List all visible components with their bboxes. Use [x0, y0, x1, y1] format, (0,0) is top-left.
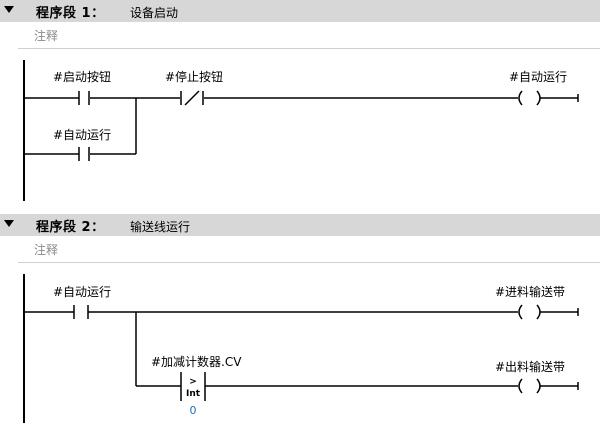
network-2-header[interactable]: 程序段 2： 输送线运行: [0, 214, 600, 236]
contact-auto-run[interactable]: #自动运行: [53, 128, 111, 161]
svg-text:#加减计数器.CV: #加减计数器.CV: [151, 354, 242, 369]
contact-stop-button[interactable]: #停止按钮: [165, 69, 223, 106]
svg-text:#启动按钮: #启动按钮: [53, 69, 111, 84]
coil-infeed-conveyor[interactable]: #进料输送带: [495, 284, 565, 320]
network-2-title[interactable]: 输送线运行: [130, 220, 191, 234]
network-1-label: 程序段 1：: [36, 6, 105, 21]
compare-greater-than[interactable]: #加减计数器.CV > Int 0: [151, 354, 242, 417]
comment-placeholder: 注释: [34, 243, 59, 257]
svg-text:#自动运行: #自动运行: [53, 128, 111, 142]
collapse-arrow-icon[interactable]: [4, 6, 14, 13]
svg-text:#停止按钮: #停止按钮: [165, 69, 223, 84]
network-2-comment[interactable]: 注释: [18, 236, 600, 263]
svg-text:>: >: [189, 377, 197, 387]
network-1-title[interactable]: 设备启动: [130, 6, 179, 20]
contact-auto-run[interactable]: #自动运行: [53, 285, 111, 319]
network-1-comment[interactable]: 注释: [18, 22, 600, 49]
coil-outfeed-conveyor[interactable]: #出料输送带: [495, 359, 565, 394]
svg-text:Int: Int: [186, 389, 201, 399]
network-1-ladder: #启动按钮 #停止按钮 #自动运行 #自动运行: [23, 60, 579, 201]
collapse-arrow-icon[interactable]: [4, 220, 14, 227]
comment-placeholder: 注释: [34, 29, 59, 43]
network-2-label: 程序段 2：: [36, 220, 105, 235]
svg-text:#出料输送带: #出料输送带: [495, 359, 565, 374]
svg-text:#自动运行: #自动运行: [53, 285, 111, 299]
contact-start-button[interactable]: #启动按钮: [53, 69, 111, 105]
svg-text:#自动运行: #自动运行: [509, 70, 567, 84]
svg-text:0: 0: [190, 404, 197, 417]
coil-auto-run[interactable]: #自动运行: [509, 70, 567, 106]
network-1-header[interactable]: 程序段 1： 设备启动: [0, 0, 600, 22]
svg-text:#进料输送带: #进料输送带: [495, 284, 565, 299]
network-2-ladder: #自动运行 #进料输送带 #加减计数器.CV > Int 0 #出料输送带: [23, 274, 579, 423]
